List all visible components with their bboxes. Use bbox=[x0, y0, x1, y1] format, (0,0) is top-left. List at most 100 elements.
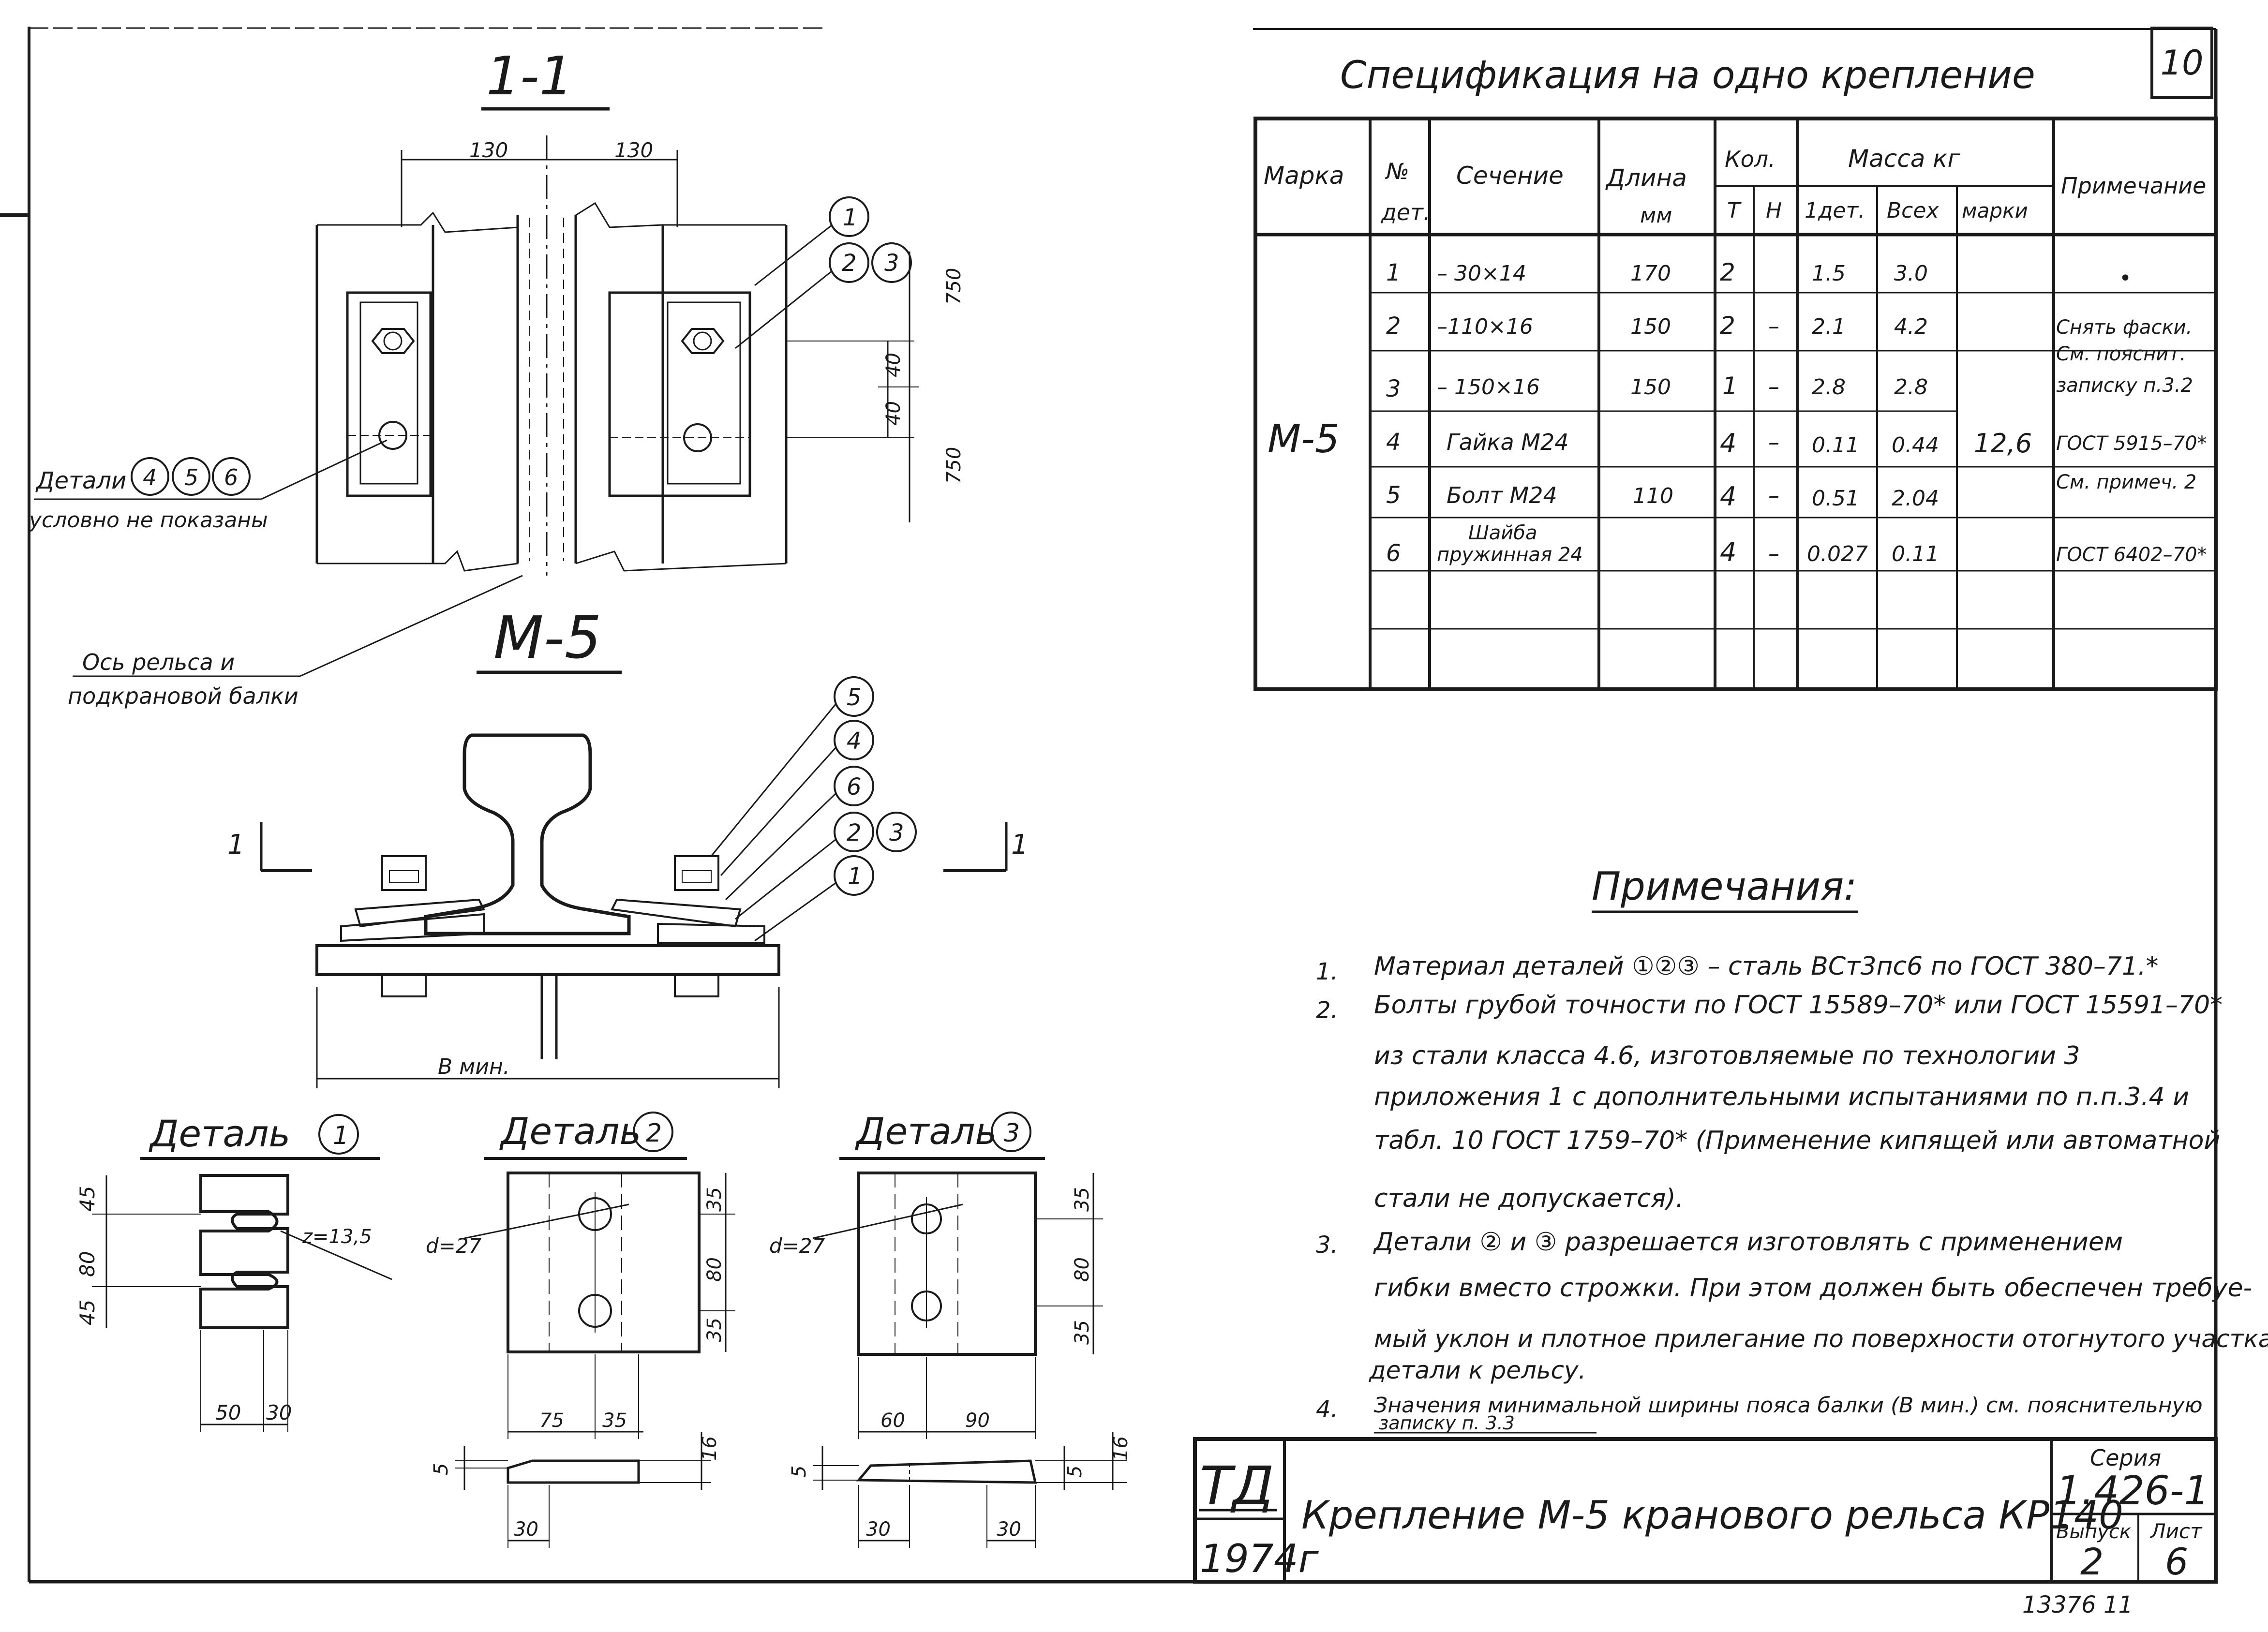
row6-t: 4 bbox=[1720, 537, 1736, 567]
dim-130-right: 130 bbox=[614, 138, 653, 162]
row6-n: 6 bbox=[1386, 540, 1401, 567]
detail1-num: 1 bbox=[333, 1121, 349, 1150]
callout-3: 3 bbox=[884, 250, 899, 277]
dim-750-bottom: 750 bbox=[943, 447, 965, 484]
row6-mall: 0.11 bbox=[1892, 542, 1939, 566]
details-label: Детали bbox=[35, 467, 126, 494]
axis-line1: Ось рельса и bbox=[82, 649, 235, 675]
hdr-massa: Масса кг bbox=[1848, 145, 1960, 173]
note1-num: 1. bbox=[1316, 958, 1338, 985]
tb-year: 1974г bbox=[1200, 1536, 1319, 1581]
tb-name: Крепление М-5 кранового рельса КР140 bbox=[1301, 1493, 2123, 1538]
row2-t: 2 bbox=[1720, 312, 1735, 340]
detail2-s5: 5 bbox=[430, 1463, 452, 1475]
note2-line3: приложения 1 с дополнительными испытания… bbox=[1374, 1083, 2189, 1112]
row2-sech: –110×16 bbox=[1437, 314, 1533, 339]
row5-h: – bbox=[1768, 482, 1779, 508]
row2-m1: 2.1 bbox=[1812, 314, 1846, 339]
row5-sech: Болт М24 bbox=[1447, 482, 1557, 508]
row2-h: – bbox=[1768, 313, 1779, 339]
detail2-w75: 75 bbox=[539, 1409, 564, 1432]
detail-callout-4: 4 bbox=[143, 464, 157, 490]
title-block: ТД 1974г Крепление М-5 кранового рельса … bbox=[1193, 1437, 2218, 1584]
detail-2: Деталь 2 d=27 35 80 35 75 35 5 16 bbox=[426, 1110, 735, 1548]
notes-block: Примечания: 1. Материал деталей ①②③ – ст… bbox=[1316, 864, 2268, 1434]
row3-m1: 2.8 bbox=[1812, 375, 1846, 400]
m5-label: М-5 bbox=[493, 605, 601, 672]
detail1-w30: 30 bbox=[266, 1401, 292, 1424]
row3-n: 3 bbox=[1386, 375, 1401, 402]
tb-seria-label: Серия bbox=[2090, 1445, 2161, 1471]
row3-t: 1 bbox=[1722, 372, 1738, 400]
m5-callout-2: 2 bbox=[847, 819, 862, 846]
note3-line4: детали к рельсу. bbox=[1369, 1356, 1586, 1384]
marka-value: М-5 bbox=[1268, 416, 1340, 461]
note2-line5: стали не допускается). bbox=[1374, 1184, 1684, 1213]
detail-1: Деталь 1 45 80 45 z=13,5 50 30 bbox=[75, 1112, 392, 1432]
cut-left-label: 1 bbox=[227, 829, 245, 861]
spec-table: Спецификация на одно крепление Марка № д… bbox=[1253, 54, 2218, 691]
note3-line3: мый уклон и плотное прилегание по поверх… bbox=[1374, 1325, 2268, 1353]
details-note: условно не показаны bbox=[28, 508, 268, 533]
row3-note: запиcку п.3.2 bbox=[2056, 374, 2193, 397]
bmin-label: В мин. bbox=[438, 1054, 510, 1079]
row3-sech: – 150×16 bbox=[1437, 375, 1540, 400]
note2-num: 2. bbox=[1316, 997, 1338, 1024]
row6-m1: 0.027 bbox=[1807, 542, 1868, 566]
row1-mall: 3.0 bbox=[1894, 261, 1928, 286]
dim-130-left: 130 bbox=[469, 138, 508, 162]
note3-line1: Детали ② и ③ разрешается изготовлять с п… bbox=[1373, 1228, 2123, 1257]
m5-assembly: М-5 В мин. 1 1 5 4 bbox=[227, 605, 1029, 1088]
detail1-title: Деталь bbox=[149, 1112, 290, 1155]
row3-len: 150 bbox=[1630, 375, 1671, 400]
detail3-dim-35b: 35 bbox=[1071, 1320, 1093, 1345]
row2-len: 150 bbox=[1630, 314, 1671, 339]
hdr-m-vsex: Всех bbox=[1887, 198, 1939, 223]
hdr-det-a: № bbox=[1385, 158, 1409, 184]
hdr-kol-t: Т bbox=[1727, 198, 1742, 223]
hdr-det-b: дет. bbox=[1381, 199, 1431, 225]
section-1-1: 1-1 130 130 bbox=[28, 45, 965, 709]
detail3-s5b: 5 bbox=[1064, 1466, 1086, 1478]
hdr-kol-n: Н bbox=[1766, 198, 1782, 223]
hdr-dlina-a: Длина bbox=[1605, 164, 1687, 192]
note3-line2: гибки вместо строжки. При этом должен бы… bbox=[1374, 1274, 2252, 1303]
notes-title: Примечания: bbox=[1592, 864, 1857, 909]
detail3-s30b: 30 bbox=[997, 1518, 1021, 1541]
detail1-dim-80: 80 bbox=[75, 1251, 99, 1277]
row4-mall: 0.44 bbox=[1892, 433, 1939, 458]
tb-td: ТД bbox=[1200, 1455, 1274, 1517]
detail3-s30a: 30 bbox=[866, 1518, 891, 1541]
section-label: 1-1 bbox=[486, 45, 573, 107]
note2-line1: Болты грубой точности по ГОСТ 15589–70* … bbox=[1374, 991, 2223, 1020]
row6-note: ГОСТ 6402–70* bbox=[2056, 544, 2207, 566]
tb-seria: 1.426-1 bbox=[2056, 1468, 2209, 1514]
row4-note: ГОСТ 5915–70* bbox=[2056, 432, 2207, 455]
hdr-primechanie: Примечание bbox=[2061, 173, 2206, 199]
row4-sech: Гайка М24 bbox=[1447, 429, 1569, 455]
detail3-num: 3 bbox=[1004, 1119, 1020, 1148]
dim-750-top: 750 bbox=[943, 268, 965, 305]
hdr-m-marki: марки bbox=[1962, 199, 2028, 223]
row5-len: 110 bbox=[1633, 484, 1673, 508]
detail1-w50: 50 bbox=[215, 1401, 241, 1424]
hdr-dlina-b: мм bbox=[1640, 203, 1672, 228]
row1-note: • bbox=[2119, 266, 2132, 291]
callout-2: 2 bbox=[842, 250, 857, 277]
detail-callout-6: 6 bbox=[224, 464, 238, 490]
detail2-dim-35b: 35 bbox=[703, 1318, 726, 1342]
row6-sech: пружинная 24 bbox=[1437, 544, 1583, 566]
detail2-s16: 16 bbox=[699, 1436, 721, 1461]
row5-note: См. примеч. 2 bbox=[2056, 471, 2196, 493]
row1-m1: 1.5 bbox=[1812, 261, 1846, 286]
spec-title: Спецификация на одно крепление bbox=[1340, 54, 2035, 97]
callout-1: 1 bbox=[843, 204, 858, 231]
detail2-dim-35a: 35 bbox=[703, 1187, 726, 1212]
detail-callout-5: 5 bbox=[184, 464, 198, 490]
detail2-title: Деталь bbox=[499, 1110, 641, 1153]
detail2-s30: 30 bbox=[514, 1518, 538, 1541]
footer-code: 13376 11 bbox=[2022, 1591, 2134, 1618]
hdr-sechenie: Сечение bbox=[1456, 162, 1564, 190]
detail1-dim-45a: 45 bbox=[75, 1186, 99, 1212]
